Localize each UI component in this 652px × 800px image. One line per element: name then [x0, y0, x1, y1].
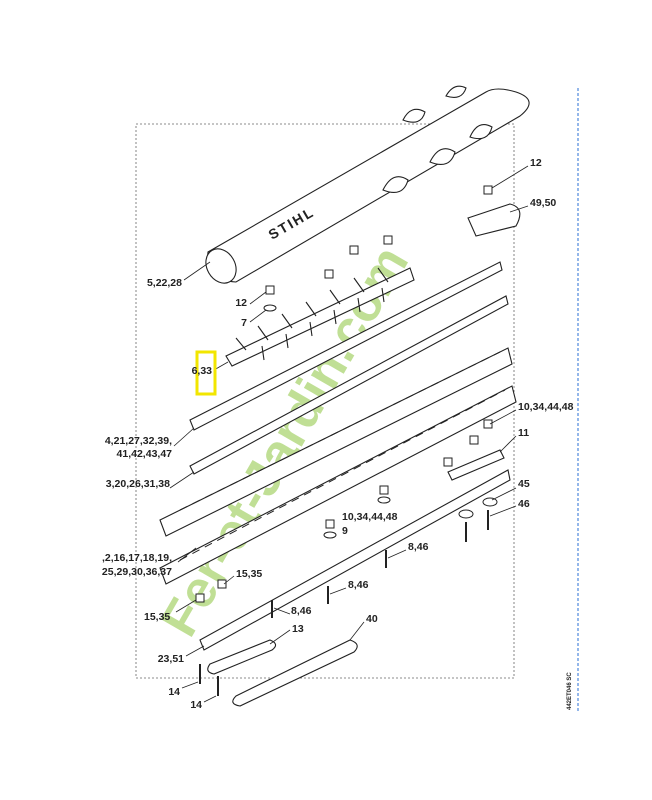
callouts: 12 49,50 5,22,28 12 7 6,33 10,34,44,48 4…	[102, 157, 574, 711]
callout: 46	[518, 498, 530, 510]
spacer-bar	[189, 295, 509, 475]
callout: 8,46	[348, 579, 369, 591]
plate-13	[207, 639, 277, 675]
callout: 3,20,26,31,38	[106, 478, 170, 490]
callout: 10,34,44,48	[518, 401, 574, 413]
leader-lines	[169, 165, 529, 703]
callout: 8,46	[291, 605, 312, 617]
callout: 10,34,44,48	[342, 511, 398, 523]
watermark-text: Fer-et-Jardin.com	[150, 237, 420, 646]
callout: 9	[342, 525, 348, 537]
callout: 25,29,30,36,37	[102, 566, 172, 578]
callout: 49,50	[530, 197, 556, 209]
callout: 7	[241, 317, 247, 329]
callout: ,2,16,17,18,19,	[102, 552, 172, 564]
callout: 40	[366, 613, 378, 625]
callout: 14	[168, 686, 180, 698]
callout: 41,42,43,47	[117, 448, 173, 460]
nuts	[195, 185, 498, 603]
callout: 23,51	[158, 653, 184, 665]
callout: 14	[190, 699, 202, 711]
plate-40	[232, 639, 358, 707]
bracket	[467, 203, 521, 237]
callout: 4,21,27,32,39,	[105, 435, 172, 447]
upper-bar	[189, 261, 503, 431]
callout: 5,22,28	[147, 277, 182, 289]
highlight-box	[195, 350, 217, 396]
callout: 15,35	[236, 568, 262, 580]
callout: 13	[292, 623, 304, 635]
callout: 6,33	[192, 365, 213, 377]
watermark: Fer-et-Jardin.com	[150, 237, 420, 646]
plate-11	[447, 449, 505, 481]
screws	[199, 510, 489, 696]
callout: 8,46	[408, 541, 429, 553]
callout: 11	[518, 427, 529, 439]
upper-cutter-blade	[159, 347, 513, 537]
callout: 45	[518, 478, 530, 490]
callout: 15,35	[144, 611, 170, 623]
lower-cutter-blade	[159, 385, 517, 585]
callout: 12	[530, 157, 542, 169]
cutter-holder	[225, 267, 415, 367]
assembly-frame	[135, 123, 515, 679]
drawing-code: 442ET046 SC	[567, 672, 573, 710]
callout: 12	[235, 297, 247, 309]
